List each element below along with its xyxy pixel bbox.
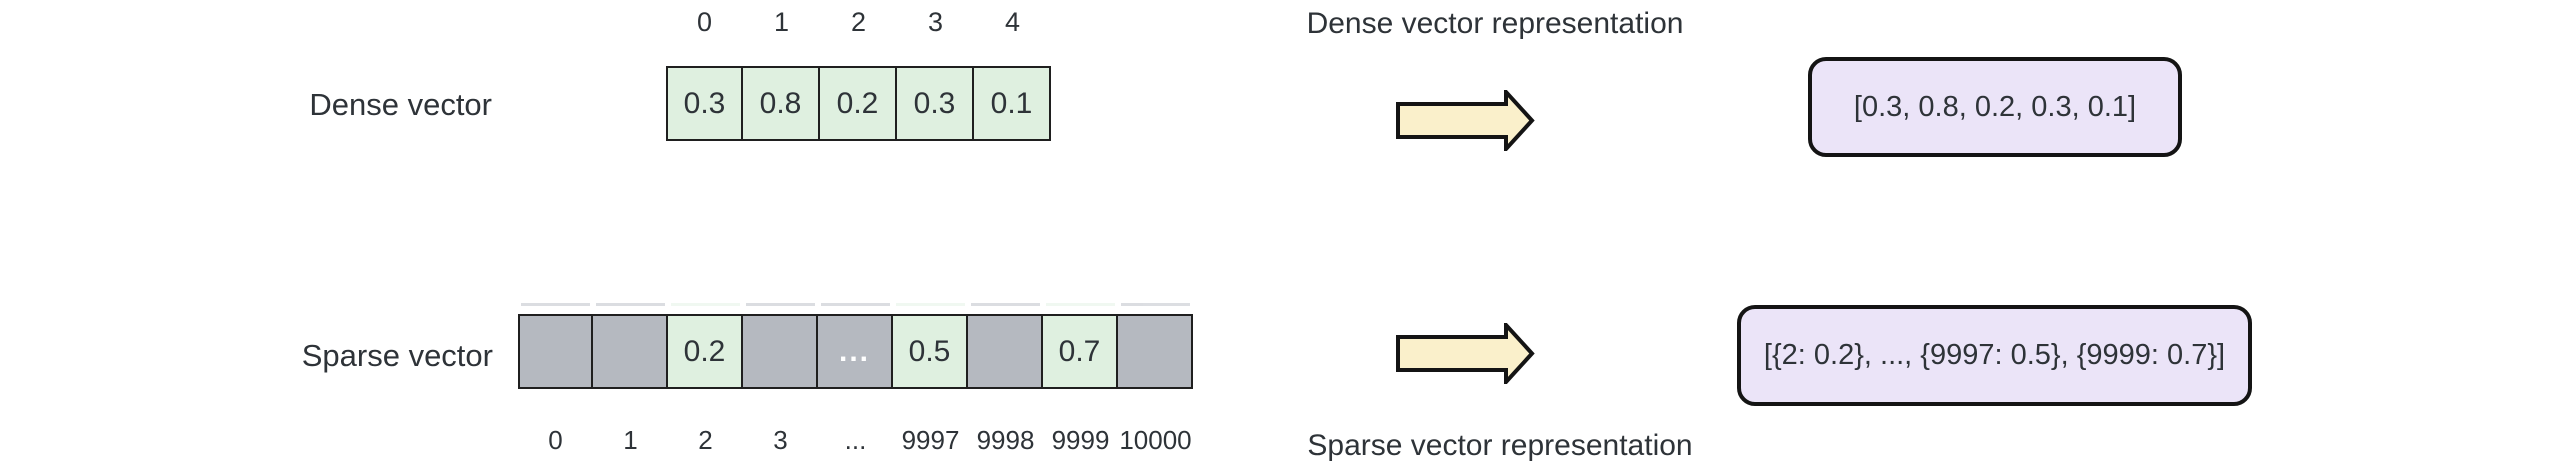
artifact-segment <box>1046 303 1115 306</box>
artifact-segment <box>1121 303 1190 306</box>
vector-cell: 0.1 <box>974 66 1051 141</box>
index-label: 4 <box>1004 7 1021 37</box>
index-label: 9999 <box>1051 425 1110 455</box>
index-label: 2 <box>850 7 867 37</box>
vector-cell: 0.2 <box>668 314 743 389</box>
sparse-index-row: 0 1 2 3... 9997 9998 9999 10000 <box>518 421 1193 459</box>
vector-cell: 0.3 <box>666 66 743 141</box>
sparse-cell-row: 0.2...0.5 0.7 <box>518 314 1193 389</box>
sparse-row-artifact-strip <box>518 303 1193 306</box>
vector-cell: 0.7 <box>1043 314 1118 389</box>
index-label: 0 <box>696 7 713 37</box>
sparse-representation-value: [{2: 0.2}, ..., {9997: 0.5}, {9999: 0.7}… <box>1763 339 2226 371</box>
artifact-segment <box>896 303 965 306</box>
vector-cell: 0.3 <box>897 66 974 141</box>
index-label: 10000 <box>1119 425 1192 455</box>
index-label: 0 <box>548 425 563 455</box>
dense-representation-title: Dense vector representation <box>1306 7 1684 40</box>
artifact-segment <box>671 303 740 306</box>
sparse-representation-box: [{2: 0.2}, ..., {9997: 0.5}, {9999: 0.7}… <box>1737 305 2252 406</box>
vector-cell: 0.5 <box>893 314 968 389</box>
vector-cell: 0.2 <box>820 66 897 141</box>
artifact-segment <box>971 303 1040 306</box>
dense-vector-label: Dense vector <box>309 87 492 122</box>
dense-index-row: 0 1 2 3 4 <box>666 3 1051 41</box>
vector-cell: 0.8 <box>743 66 820 141</box>
index-label: 9997 <box>901 425 960 455</box>
artifact-segment <box>821 303 890 306</box>
index-label: 2 <box>698 425 713 455</box>
vector-cell <box>1118 314 1193 389</box>
index-label: 9998 <box>976 425 1035 455</box>
vector-cell: ... <box>818 314 893 389</box>
sparse-representation-title: Sparse vector representation <box>1307 429 1693 462</box>
vector-cell <box>593 314 668 389</box>
dense-representation-value: [0.3, 0.8, 0.2, 0.3, 0.1] <box>1853 90 2137 123</box>
sparse-vector-label: Sparse vector <box>301 338 493 373</box>
index-label: 1 <box>773 7 790 37</box>
artifact-segment <box>596 303 665 306</box>
vector-cell <box>968 314 1043 389</box>
index-label: 1 <box>623 425 638 455</box>
index-label: 3 <box>927 7 944 37</box>
dense-representation-box: [0.3, 0.8, 0.2, 0.3, 0.1] <box>1808 57 2182 157</box>
right-arrow-icon <box>1396 323 1535 384</box>
vector-cell <box>743 314 818 389</box>
artifact-segment <box>521 303 590 306</box>
vector-cell <box>518 314 593 389</box>
index-label: ... <box>844 425 867 455</box>
right-arrow-icon <box>1396 90 1535 151</box>
artifact-segment <box>746 303 815 306</box>
index-label: 3 <box>773 425 788 455</box>
